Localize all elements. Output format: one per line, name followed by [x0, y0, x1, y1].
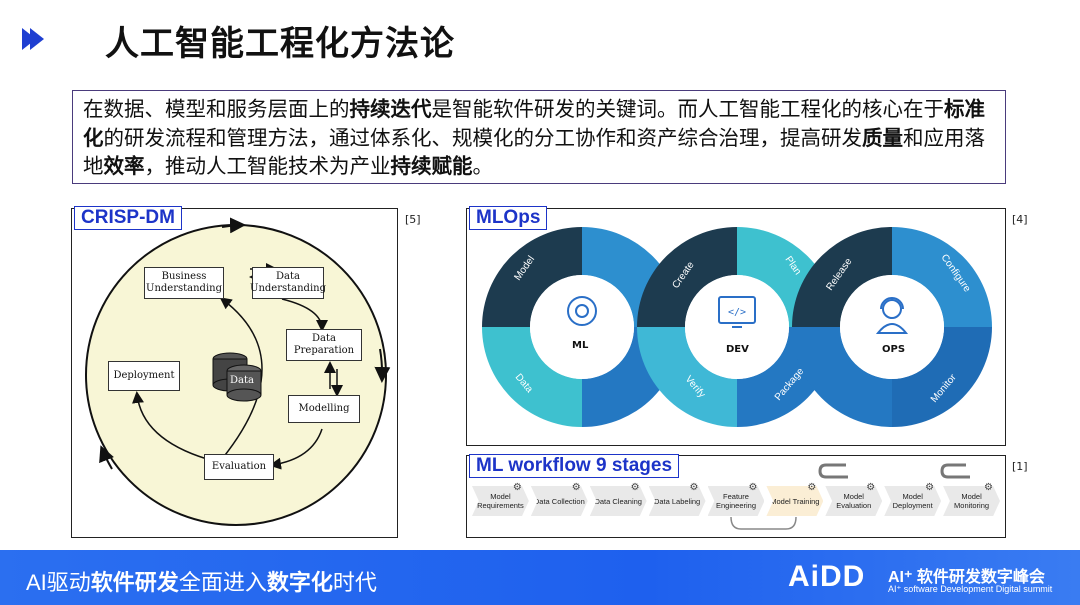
intro-part: 的研发流程和管理方法，通过体系化、规模化的分工协作和资产综合治理，提高研发 — [103, 125, 863, 150]
ops-loop — [792, 227, 992, 427]
database-icon — [212, 352, 262, 402]
intro-part: ，推动人工智能技术为产业 — [144, 154, 391, 178]
crisp-panel: Business Understanding Data Understandin… — [71, 208, 398, 538]
workflow-loops — [730, 463, 970, 530]
footer-bar — [0, 550, 1080, 605]
hub-dev-label: DEV — [726, 344, 749, 355]
intro-bold: 效率 — [103, 154, 145, 178]
svg-text:</>: </> — [728, 307, 746, 318]
data-preparation-box: Data Preparation — [286, 329, 362, 361]
arrow-icon — [22, 28, 44, 50]
slogan-bold: 软件研发 — [90, 570, 179, 595]
gear-icon: ⚙ — [866, 482, 876, 493]
brain-gear-icon — [567, 296, 597, 326]
intro-part: 是智能软件研发的关键词。而人工智能工程化的核心在于 — [431, 97, 945, 121]
gear-icon: ⚙ — [571, 482, 581, 493]
gear-icon: ⚙ — [984, 482, 993, 493]
brand-subtitle: AI⁺ software Development Digital summit — [888, 584, 1053, 594]
deployment-box: Deployment — [108, 361, 180, 391]
code-window-icon: </> — [718, 296, 756, 328]
footer-slogan: AI驱动软件研发全面进入数字化时代 — [26, 565, 377, 597]
workflow-stage: Model Deployment — [884, 486, 942, 516]
headset-operator-icon — [875, 297, 909, 334]
workflow-stage: Data Labeling — [648, 486, 706, 516]
workflow-stage: Model Evaluation — [825, 486, 883, 516]
intro-bold: 质量 — [862, 125, 903, 150]
hub-ops-label: OPS — [882, 344, 906, 355]
modelling-box: Modelling — [288, 395, 360, 423]
workflow-stage: Model Training — [766, 486, 824, 516]
mlops-diagram: </> Model Data Create Plan Verify Packag… — [482, 227, 992, 427]
data-understanding-box: Data Understanding — [250, 267, 326, 299]
workflow-stage: Feature Engineering — [707, 486, 765, 516]
intro-bold: 持续赋能 — [390, 154, 473, 178]
gear-icon: ⚙ — [925, 482, 935, 493]
brand-name: AI⁺ 软件研发数字峰会 — [888, 569, 1045, 586]
intro-bold: 标准化 — [83, 97, 985, 150]
gear-icon: ⚙ — [630, 482, 640, 493]
business-understanding-box: Business Understanding — [144, 267, 224, 299]
crisp-ref: [5] — [405, 213, 421, 226]
workflow-stage: Data Cleaning — [589, 486, 647, 516]
workflow-ref: [1] — [1012, 460, 1028, 473]
intro-part: 在数据、模型和服务层面上的 — [83, 97, 350, 121]
hub-ml-label: ML — [572, 340, 589, 351]
data-label: Data — [230, 375, 254, 386]
gear-icon: ⚙ — [689, 482, 699, 493]
mlops-label: MLOps — [469, 206, 548, 230]
gear-icon: ⚙ — [512, 482, 522, 493]
workflow-stage: Data Collection — [530, 486, 588, 516]
aidd-logo: AiDD — [788, 560, 866, 593]
intro-part: 。 — [472, 154, 494, 178]
slogan-bold: 数字化 — [266, 570, 333, 595]
mlops-ref: [4] — [1012, 213, 1028, 226]
crisp-label: CRISP-DM — [74, 206, 182, 230]
mlops-panel: </> Model Data Create Plan Verify Packag… — [466, 208, 1006, 446]
slogan-part: 时代 — [332, 570, 377, 595]
gear-icon: ⚙ — [807, 482, 817, 493]
slogan-part: 全面进入 — [178, 570, 267, 595]
workflow-stage: Model Requirements — [472, 486, 529, 516]
evaluation-box: Evaluation — [204, 454, 274, 480]
gear-icon: ⚙ — [748, 482, 758, 493]
workflow-label: ML workflow 9 stages — [469, 454, 680, 478]
slogan-part: AI驱动 — [26, 570, 91, 595]
intro-text: 在数据、模型和服务层面上的持续迭代是智能软件研发的关键词。而人工智能工程化的核心… — [72, 90, 1006, 184]
page-title: 人工智能工程化方法论 — [105, 24, 455, 64]
intro-bold: 持续迭代 — [349, 97, 432, 121]
workflow-stage: Model Monitoring — [943, 486, 1000, 516]
intro-part: 和应用落地 — [83, 125, 985, 179]
